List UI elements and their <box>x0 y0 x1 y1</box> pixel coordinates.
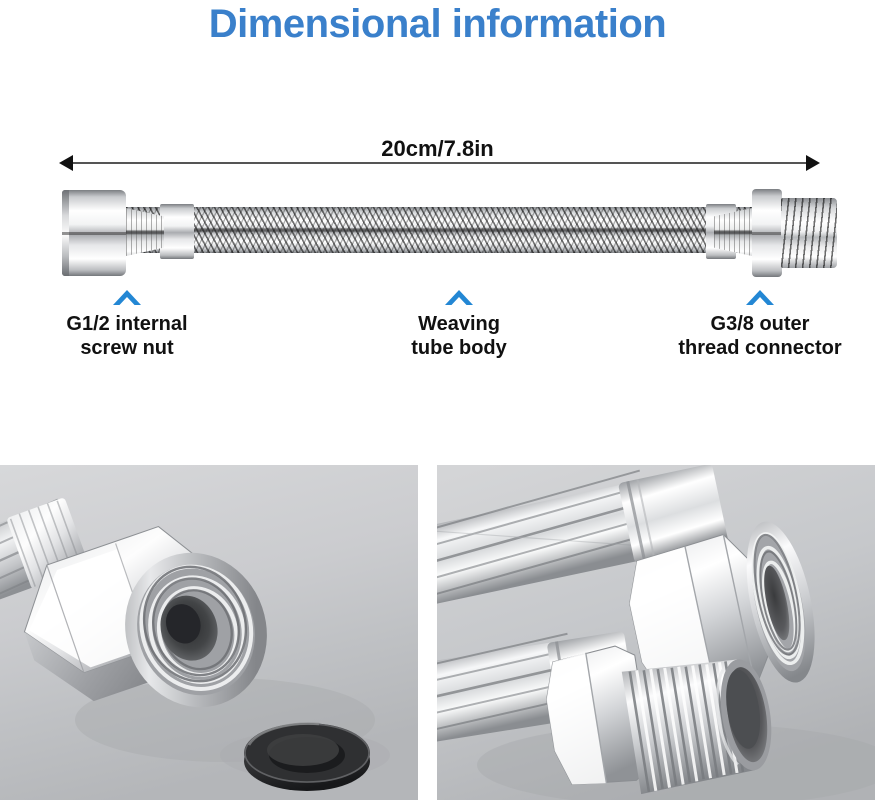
photo-left-nut-and-washer <box>0 465 418 800</box>
chevron-up-icon <box>746 290 774 305</box>
arrow-right-icon <box>806 155 820 171</box>
left-photo-graphic <box>0 465 418 800</box>
callout-left-label: G1/2 internal screw nut <box>66 313 188 360</box>
nut-facet <box>62 232 126 235</box>
dimension-line <box>70 162 812 164</box>
right-photo-graphic <box>437 465 875 800</box>
dimension-label: 20cm/7.8in <box>381 136 494 161</box>
arrow-left-icon <box>59 155 73 171</box>
callout-left: G1/2 internal screw nut <box>12 288 242 361</box>
right-ferrule <box>714 208 752 256</box>
braided-tube-body <box>126 207 752 253</box>
callout-middle-label: Weaving tube body <box>411 313 507 360</box>
photo-right-two-connectors <box>437 465 875 800</box>
hose-illustration <box>0 180 875 285</box>
male-thread-connector <box>781 198 837 268</box>
chevron-up-icon <box>445 290 473 305</box>
hex-facet <box>752 232 782 235</box>
left-hex-nut <box>62 190 126 276</box>
callout-right-label: G3/8 outer thread connector <box>678 313 842 360</box>
left-sleeve <box>160 204 194 259</box>
chevron-up-icon <box>113 290 141 305</box>
callout-middle: Weaving tube body <box>368 288 550 361</box>
callout-right: G3/8 outer thread connector <box>646 288 874 361</box>
left-ferrule <box>126 208 164 256</box>
page-title: Dimensional information <box>208 2 667 46</box>
right-hex-body <box>752 189 782 277</box>
product-photo-row <box>0 465 875 800</box>
